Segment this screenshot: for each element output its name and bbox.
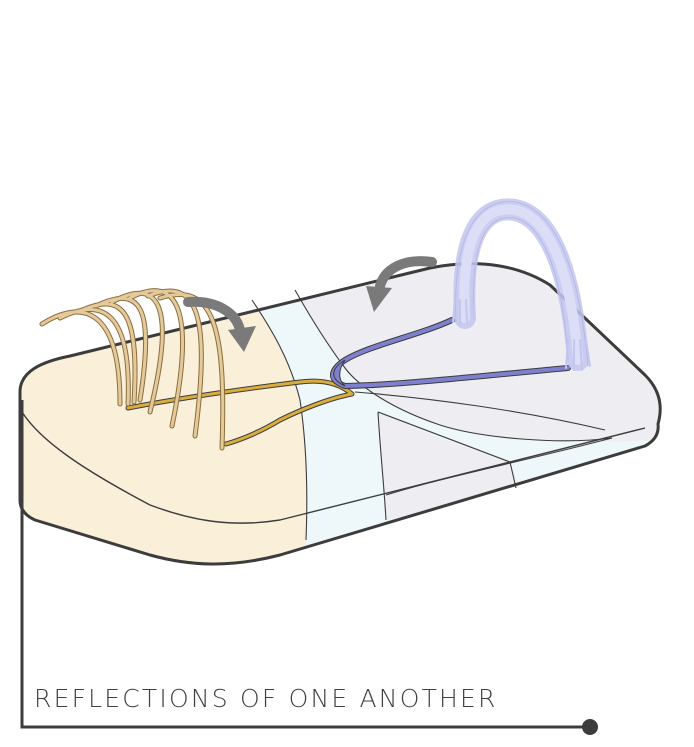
warm-zone <box>0 300 307 580</box>
caption: REFLECTIONS OF ONE ANOTHER <box>34 684 498 713</box>
leader-dot-icon <box>582 719 598 735</box>
